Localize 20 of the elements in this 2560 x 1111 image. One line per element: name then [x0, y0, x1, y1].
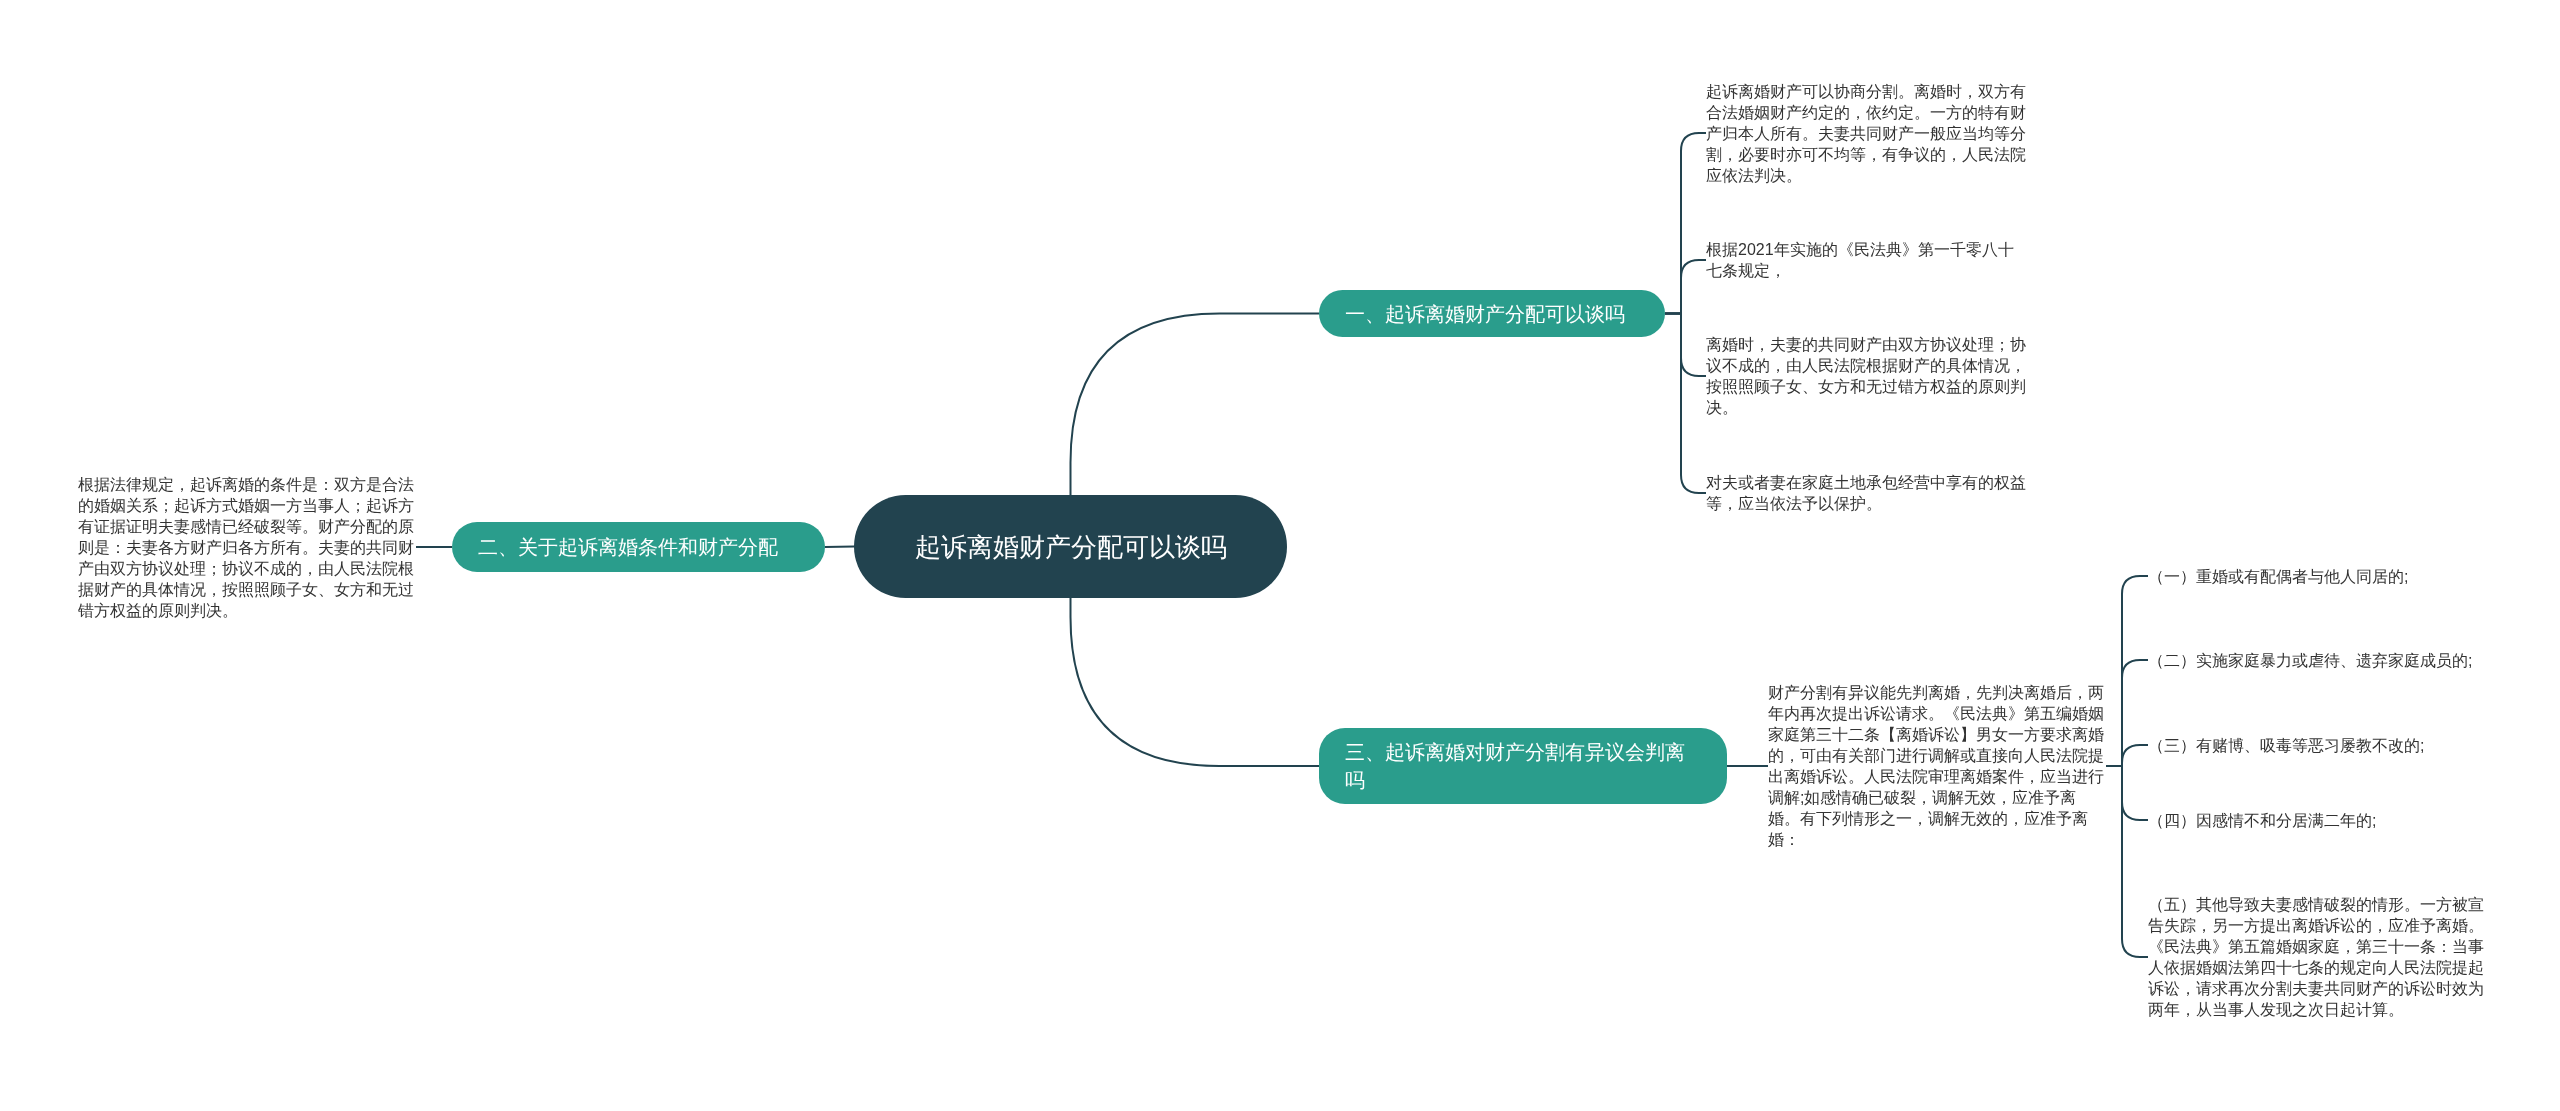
note-text: 离婚时，夫妻的共同财产由双方协议处理；协议不成的，由人民法院根据财产的具体情况，按照照顾子女、女方和无过错方权益的原则判决。 — [1706, 334, 2028, 418]
topic-box: 一、起诉离婚财产分配可以谈吗 — [1319, 290, 1665, 337]
connector-line — [415, 546, 453, 548]
connector-line — [1726, 765, 1769, 767]
note-text: （一）重婚或有配偶者与他人同居的; — [2148, 565, 2486, 587]
note-text: （五）其他导致夫妻感情破裂的情形。一方被宣告失踪，另一方提出离婚诉讼的，应准予离婚。《民法典》第五篇婚姻家庭，第三十一条：当事人依据婚姻法第四十七条的规定向人民法院提起诉讼，请求再次分割夫妻共同财产的诉讼时效为两年，从当事人发现之次日起计算。 — [2148, 894, 2486, 1020]
connector-line — [1069, 312, 1320, 496]
topic-box: 三、起诉离婚对财产分割有异议会判离吗 — [1319, 728, 1727, 804]
connector-line — [1069, 597, 1320, 767]
central-topic: 起诉离婚财产分配可以谈吗 — [854, 495, 1287, 598]
note-text: （三）有赌博、吸毒等恶习屡教不改的; — [2148, 734, 2486, 756]
note-text: 根据2021年实施的《民法典》第一千零八十七条规定， — [1706, 239, 2028, 281]
note-text: （四）因感情不和分居满二年的; — [2148, 809, 2486, 831]
connector-line — [824, 545, 855, 548]
note-text: （二）实施家庭暴力或虐待、遗弃家庭成员的; — [2148, 649, 2486, 671]
topic-box: 二、关于起诉离婚条件和财产分配 — [452, 522, 825, 572]
note-text: 根据法律规定，起诉离婚的条件是：双方是合法的婚姻关系；起诉方式婚姻一方当事人；起诉方有证据证明夫妻感情已经破裂等。财产分配的原则是：夫妻各方财产归各方所有。夫妻的共同财产由双方协议处理；协议不成的，由人民法院根据财产的具体情况，按照照顾子女、女方和无过错方权益的原则判决。 — [78, 473, 416, 621]
note-text: 对夫或者妻在家庭土地承包经营中享有的权益等，应当依法予以保护。 — [1706, 472, 2028, 514]
note-text: 财产分割有异议能先判离婚，先判决离婚后，两年内再次提出诉讼请求。《民法典》第五编婚姻家庭第三十二条【离婚诉讼】男女一方要求离婚的，可由有关部门进行调解或直接向人民法院提出离婚诉讼。人民法院审理离婚案件，应当进行调解;如感情确已破裂，调解无效，应准予离婚。有下列情形之一，调解无效的，应准予离婚： — [1768, 682, 2106, 850]
note-text: 起诉离婚财产可以协商分割。离婚时，双方有合法婚姻财产约定的，依约定。一方的特有财产归本人所有。夫妻共同财产一般应当均等分割，必要时亦可不均等，有争议的，人民法院应依法判决。 — [1706, 80, 2028, 186]
